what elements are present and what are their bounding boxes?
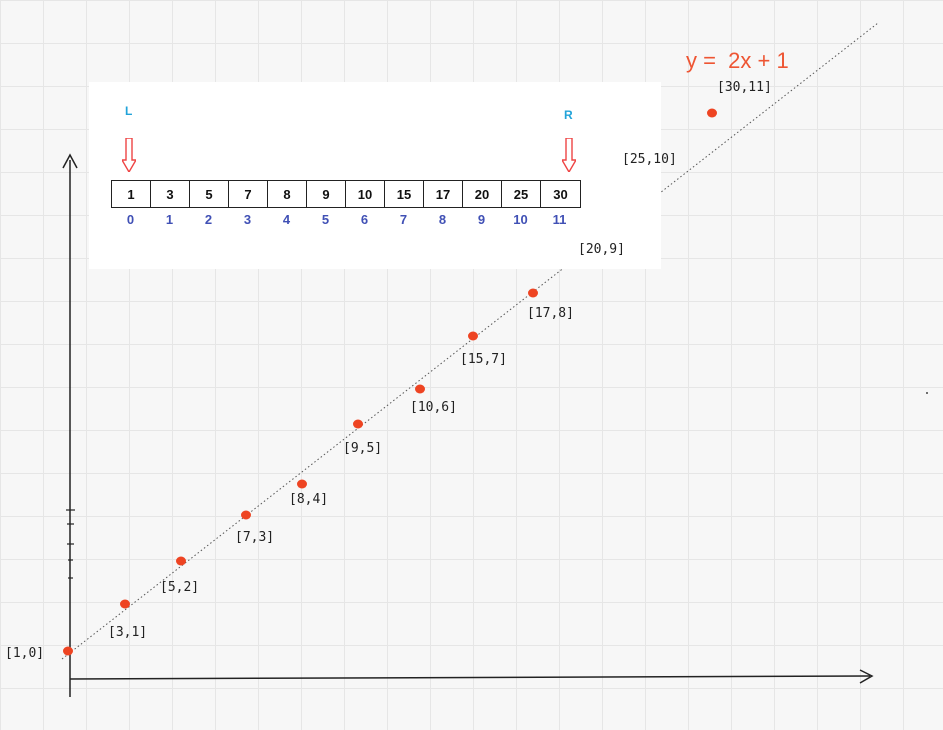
data-point [353, 419, 363, 429]
right-pointer-label: R [564, 108, 573, 122]
array-index: 11 [552, 212, 567, 227]
data-point [528, 288, 538, 298]
y-axis-arrowhead [62, 153, 78, 169]
array-cell: 8 [268, 181, 307, 207]
array-index: 8 [438, 212, 447, 227]
stray-dot [926, 392, 928, 394]
array-cell: 30 [553, 186, 568, 202]
data-point [707, 108, 717, 118]
point-label: [15,7] [460, 352, 507, 367]
point-label: [1,0] [5, 646, 45, 661]
array-cell: 20 [463, 181, 502, 207]
right-pointer-arrow-icon [562, 138, 576, 172]
y-axis-ticks [66, 509, 75, 579]
point-label: [5,2] [160, 580, 200, 595]
points-layer [63, 108, 717, 656]
array-cell: 7 [229, 181, 268, 207]
array-cell: 3 [151, 181, 190, 207]
array-index: 5 [321, 212, 330, 227]
array-cell: 9 [307, 181, 346, 207]
equation-label: y = 2x + 1 [686, 48, 789, 73]
array-index: 2 [204, 212, 213, 227]
point-label: [8,4] [289, 492, 329, 507]
left-pointer-arrow-icon [122, 138, 136, 172]
data-point [63, 646, 73, 656]
array-index: 0 [126, 212, 135, 227]
point-label: [30,11] [717, 80, 772, 95]
point-label: [25,10] [622, 152, 677, 167]
point-label: [7,3] [235, 530, 275, 545]
array-indices: 0 1 2 3 4 5 6 7 8 9 10 11 [111, 212, 579, 227]
point-label: [9,5] [343, 441, 383, 456]
array-cell: 25 [502, 181, 541, 207]
point-label: [3,1] [108, 625, 148, 640]
array-index: 3 [243, 212, 252, 227]
data-point [241, 510, 251, 520]
array-cell: 1 [112, 181, 151, 207]
array-index: 1 [165, 212, 174, 227]
array-index: 6 [360, 212, 369, 227]
point-label: [20,9] [578, 242, 625, 257]
data-point [120, 599, 130, 609]
array-cell: 5 [190, 181, 229, 207]
array-cell: 17 [424, 181, 463, 207]
x-axis [69, 675, 871, 680]
data-point [297, 479, 307, 489]
left-pointer-label: L [125, 104, 133, 118]
fit-line [61, 22, 879, 660]
data-point [468, 331, 478, 341]
x-axis-arrowhead [859, 669, 874, 684]
point-label: [10,6] [410, 400, 457, 415]
array-index: 9 [477, 212, 486, 227]
data-point [176, 556, 186, 566]
array-index: 4 [282, 212, 291, 227]
array-index: 10 [513, 212, 528, 227]
point-label: [17,8] [527, 306, 574, 321]
data-point [415, 384, 425, 394]
array-cell: 10 [346, 181, 385, 207]
array-cell: 15 [385, 181, 424, 207]
array-index: 7 [399, 212, 408, 227]
